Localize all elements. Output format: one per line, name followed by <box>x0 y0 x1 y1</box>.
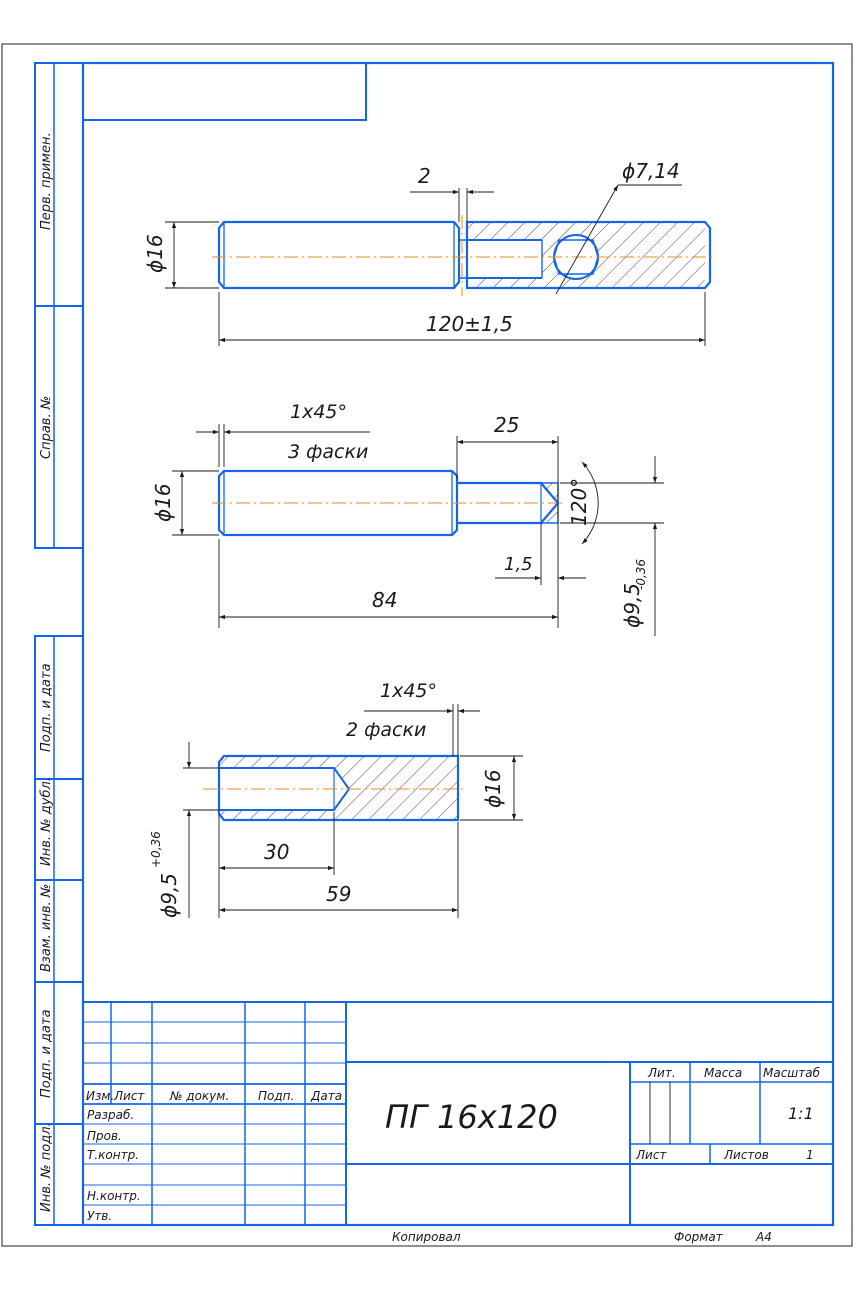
dim-v3-length: 59 <box>326 882 351 906</box>
dim-v2-angle: 120° <box>567 478 591 526</box>
footer-format-label: Формат <box>674 1230 724 1244</box>
dim-v2-shank-len: 25 <box>494 413 519 437</box>
dim-v2-dia: ϕ16 <box>151 483 175 522</box>
tb-header-izm: Изм. <box>86 1089 114 1103</box>
dim-v2-length: 84 <box>372 588 397 612</box>
tb-masshtab: Масштаб <box>763 1066 821 1080</box>
tb-role-tkontr: Т.контр. <box>87 1148 139 1162</box>
stamp-podp-data-2: Подп. и дата <box>39 1009 54 1098</box>
dim-v3-bore-dia: ϕ9,5 <box>157 873 181 918</box>
tb-massa: Масса <box>704 1066 742 1080</box>
title-block <box>83 1001 833 1225</box>
tb-role-nkontr: Н.контр. <box>87 1189 141 1203</box>
stamp-inv-podl: Инв. № подл. <box>39 1122 54 1212</box>
dim-v3-bore-tol: +0,36 <box>149 831 163 868</box>
tb-lit: Лит. <box>647 1066 676 1080</box>
dim-v3-bore-depth: 30 <box>264 840 289 864</box>
tb-designation: ПГ 16x120 <box>385 1098 558 1136</box>
view-pin <box>172 424 664 636</box>
footer-kopiroval: Копировал <box>392 1230 461 1244</box>
header-box <box>83 63 367 121</box>
left-stamp-bottom <box>34 635 84 1226</box>
tb-sheet-label: Лист <box>635 1148 667 1162</box>
tb-role-prov: Пров. <box>87 1129 122 1143</box>
dim-v2-tip: 1,5 <box>504 554 533 575</box>
footer-format-value: А4 <box>755 1230 772 1244</box>
stamp-inv-dubl: Инв. № дубл. <box>39 777 54 866</box>
stamp-podp-data-1: Подп. и дата <box>39 663 54 752</box>
dim-v3-chamfer: 1x45° <box>380 680 437 702</box>
tb-role-razrab: Разраб. <box>87 1108 134 1122</box>
dim-v2-shank-tol: -0,36 <box>634 559 648 590</box>
dim-v3-dia: ϕ16 <box>481 769 505 808</box>
dim-v1-slot: 2 <box>418 164 431 188</box>
stamp-sprav-no: Справ. № <box>39 396 54 459</box>
tb-header-podp: Подп. <box>258 1089 294 1103</box>
view-assembly <box>165 184 716 346</box>
left-stamp-top <box>34 62 84 549</box>
view-sleeve <box>183 704 523 918</box>
dim-v1-length: 120±1,5 <box>426 312 513 336</box>
tb-header-doc-no: № докум. <box>169 1089 229 1103</box>
tb-role-utv: Утв. <box>87 1209 112 1223</box>
stamp-vzam-inv: Взам. инв. № <box>39 884 54 972</box>
tb-header-data: Дата <box>310 1089 342 1103</box>
dim-v2-chamfer: 1x45° <box>290 401 347 423</box>
tb-header-list: Лист <box>113 1089 145 1103</box>
dim-v2-chamfer-count: 3 фаски <box>288 441 368 463</box>
stamp-perv-primen: Перв. примен. <box>39 132 54 230</box>
dim-v1-dia: ϕ16 <box>143 234 167 273</box>
tb-sheets-label: Листов <box>723 1148 769 1162</box>
tb-sheets-value: 1 <box>806 1148 814 1162</box>
dim-v1-hole: ϕ7,14 <box>622 159 680 183</box>
tb-scale-value: 1:1 <box>788 1104 814 1123</box>
sheet-border <box>1 43 853 1247</box>
dim-v3-chamfer-count: 2 фаски <box>346 719 426 741</box>
dim-v2-shank-dia: ϕ9,5 <box>620 583 644 628</box>
